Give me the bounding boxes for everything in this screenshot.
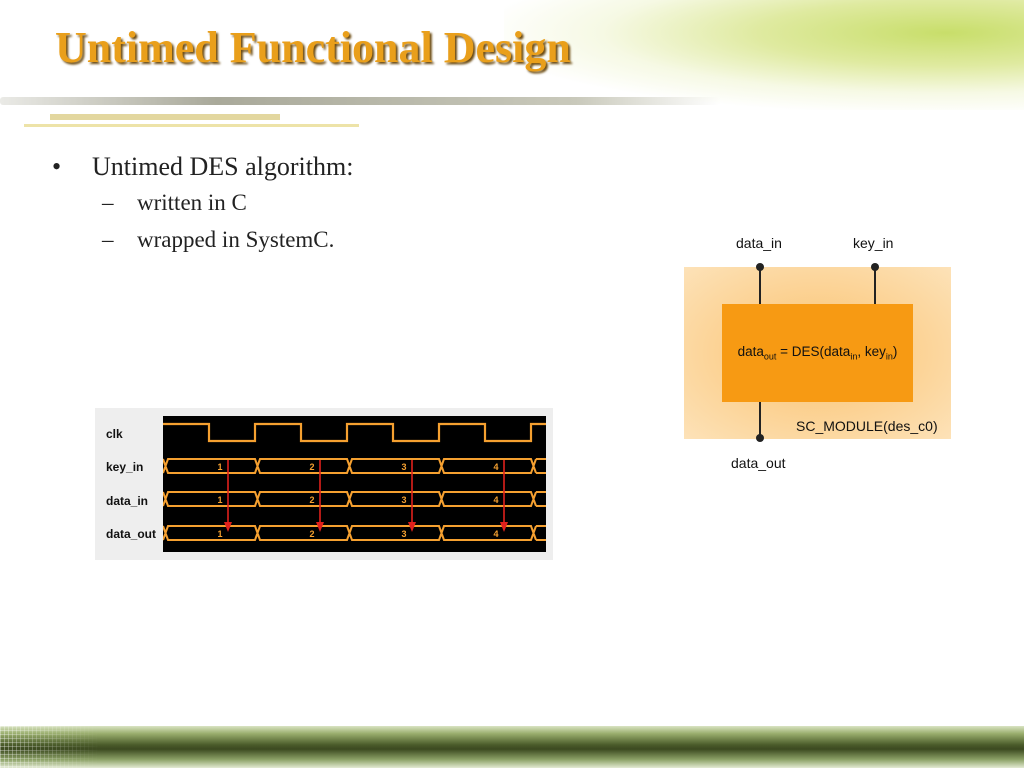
header-glow (504, 0, 1024, 110)
sub-bullet-marker: – (102, 227, 114, 252)
data-out-waveform (163, 525, 546, 541)
port-dot-data-out (756, 434, 764, 442)
title-accent-line (24, 124, 359, 127)
arrowhead (316, 522, 324, 532)
timing-diagram: clk key_in data_in data_out 1 2 3 4 1 2 3 4 1 2 3 4 (95, 408, 553, 560)
slide-title: Untimed Functional Design (55, 23, 571, 72)
arrowhead (408, 522, 416, 532)
waveform-canvas: 1 2 3 4 1 2 3 4 1 2 3 4 (163, 416, 546, 552)
data-in-value-3: 3 (401, 495, 406, 505)
arrowhead (224, 522, 232, 532)
key-in-value-1: 1 (217, 462, 222, 472)
signal-label-data-out: data_out (106, 527, 157, 541)
key-in-value-2: 2 (309, 462, 314, 472)
signal-label-clk: clk (106, 427, 123, 441)
clk-waveform (163, 422, 546, 443)
sub-bullet-text: wrapped in SystemC. (137, 227, 335, 252)
data-out-value-3: 3 (401, 529, 406, 539)
port-label-data-out: data_out (731, 455, 786, 471)
bullet-text: Untimed DES algorithm: (92, 152, 354, 181)
data-out-value-1: 1 (217, 529, 222, 539)
data-out-value-4: 4 (493, 529, 498, 539)
footer-grid-pattern (0, 726, 100, 768)
signal-label-key-in: key_in (106, 460, 144, 474)
title-underline (0, 97, 720, 105)
port-wire-data-out (759, 402, 761, 436)
footer-band (0, 726, 1024, 768)
data-in-value-1: 1 (217, 495, 222, 505)
port-wire-key-in (874, 267, 876, 304)
module-name: SC_MODULE(des_c0) (796, 418, 938, 434)
key-in-value-3: 3 (401, 462, 406, 472)
bullet-marker: • (52, 152, 62, 181)
data-in-value-4: 4 (493, 495, 498, 505)
port-wire-data-in (759, 267, 761, 304)
sub-bullet-marker: – (102, 190, 114, 215)
port-label-data-in: data_in (736, 235, 782, 251)
port-label-key-in: key_in (853, 235, 894, 251)
key-in-value-4: 4 (493, 462, 498, 472)
waveform-background (163, 416, 546, 552)
des-function-block: dataout = DES(datain, keyin) (722, 304, 913, 402)
key-in-waveform (163, 458, 546, 474)
arrowhead (500, 522, 508, 532)
signal-label-data-in: data_in (106, 494, 149, 508)
equation: dataout = DES(datain, keyin) (737, 344, 898, 362)
data-out-value-2: 2 (309, 529, 314, 539)
data-in-waveform (163, 491, 546, 507)
title-accent-bar (50, 114, 280, 120)
data-in-value-2: 2 (309, 495, 314, 505)
sub-bullet-text: written in C (137, 190, 247, 215)
